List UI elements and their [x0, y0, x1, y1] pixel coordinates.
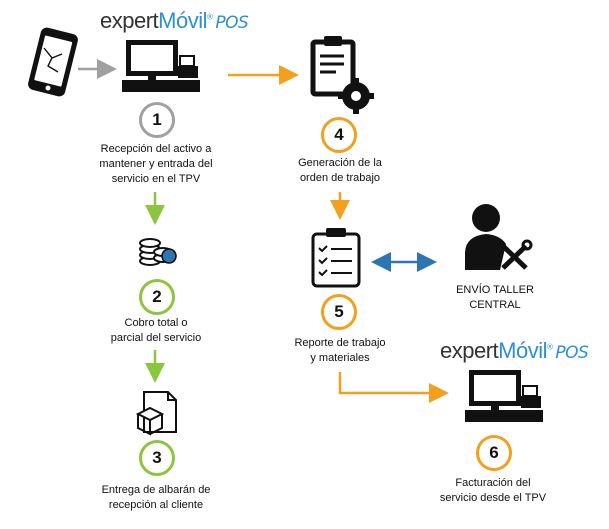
- step-1-circle: 1: [139, 102, 175, 138]
- document-box-icon: [135, 391, 177, 436]
- broken-phone-icon: [28, 27, 78, 97]
- pos-terminal-icon: [465, 370, 543, 422]
- step-5-circle: 5: [321, 294, 357, 330]
- step-2-circle: 2: [139, 279, 175, 315]
- arrow-step5-to-billing: [338, 372, 449, 403]
- step-6-circle: 6: [476, 435, 512, 471]
- brand-logo: expertMóvil®POS: [440, 338, 589, 363]
- pos-terminal-icon: [122, 40, 200, 92]
- clipboard-gear-icon: [310, 36, 374, 114]
- clipboard-checklist-icon: [311, 228, 361, 288]
- step-3-circle: 3: [139, 440, 175, 476]
- brand-logo: expertMóvil®POS: [100, 8, 249, 33]
- coins-icon: [139, 238, 177, 266]
- step-4-circle: 4: [321, 117, 357, 153]
- technician-icon: [465, 204, 533, 270]
